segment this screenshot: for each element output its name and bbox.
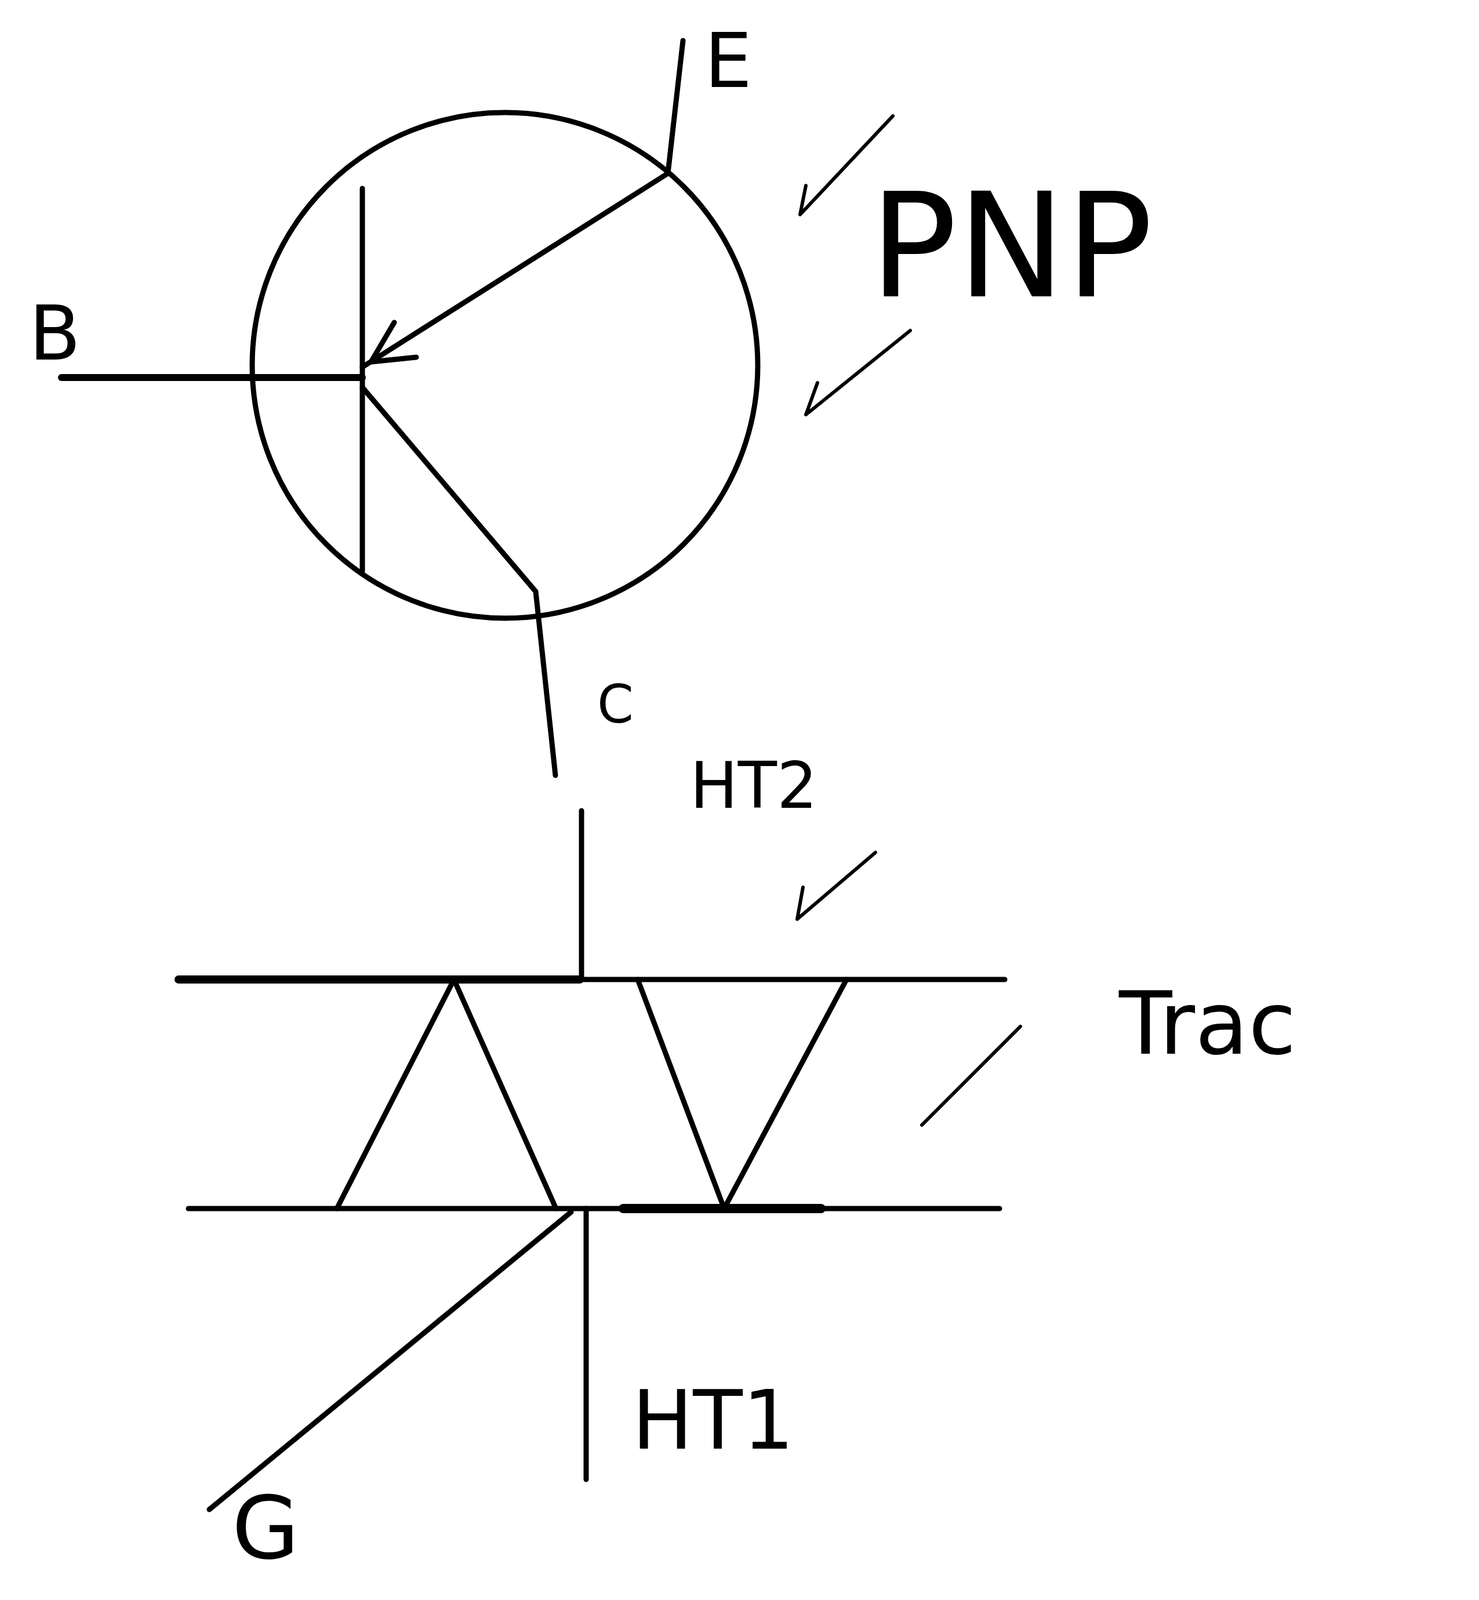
triac-top-bar-bold	[178, 975, 580, 984]
emitter-lead	[362, 40, 683, 367]
gate-label: G	[231, 1484, 300, 1572]
check-mark	[921, 1026, 1021, 1125]
triac-top-bar	[178, 976, 1005, 983]
triac-bottom-bar	[188, 1205, 1000, 1212]
terminal-label: HT2	[689, 753, 818, 818]
base-label: B	[28, 295, 81, 372]
terminal-label: HT1	[631, 1379, 795, 1462]
triac-diode-down	[637, 979, 847, 1209]
mt1-lead	[583, 1208, 590, 1479]
gate-lead	[209, 1211, 572, 1510]
collector-lead	[362, 387, 556, 776]
collector-label: C	[597, 678, 634, 731]
emitter-label: E	[704, 23, 752, 99]
base-lead	[61, 373, 363, 381]
emitter-arrow	[371, 322, 417, 362]
check-mark	[797, 852, 876, 919]
mt2-lead	[579, 810, 585, 980]
part-label: Trac	[1118, 979, 1297, 1067]
transistor-envelope	[252, 112, 758, 619]
type-label: PNP	[869, 173, 1154, 319]
triac-diode-up	[336, 979, 557, 1209]
check-mark	[805, 330, 911, 415]
